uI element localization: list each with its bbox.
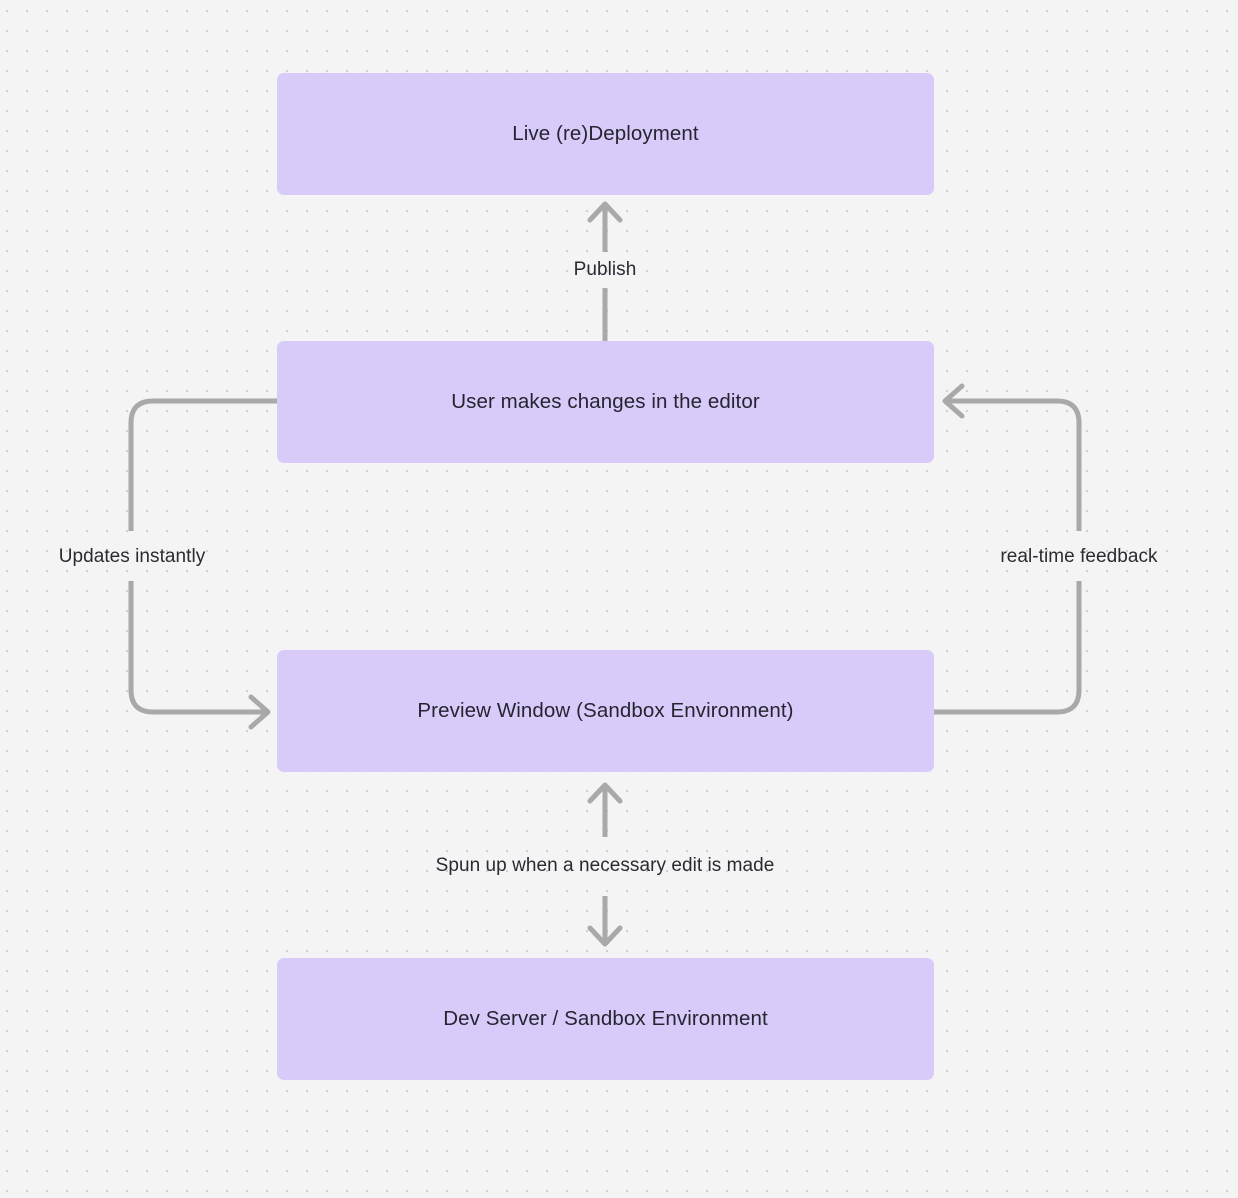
edge-publish-arrowhead-up [587, 201, 623, 223]
edge-label-updates-instantly: Updates instantly [58, 546, 206, 567]
edge-updates-instantly-lower-segment [128, 581, 265, 715]
node-user-edits-label: User makes changes in the editor [451, 389, 760, 413]
node-live-deployment[interactable]: Live (re)Deployment [277, 73, 934, 195]
node-live-deployment-label: Live (re)Deployment [512, 121, 699, 145]
edge-label-publish: Publish [573, 259, 637, 280]
node-dev-server-label: Dev Server / Sandbox Environment [443, 1006, 768, 1030]
edge-updates-instantly-arrowhead-right [248, 694, 271, 730]
edge-updates-instantly-upper-segment [128, 398, 277, 531]
node-preview-window[interactable]: Preview Window (Sandbox Environment) [277, 650, 934, 772]
edge-real-time-feedback-arrowhead-left [942, 383, 965, 419]
node-user-edits[interactable]: User makes changes in the editor [277, 341, 934, 463]
node-dev-server[interactable]: Dev Server / Sandbox Environment [277, 958, 934, 1080]
edge-real-time-feedback-lower-segment [934, 581, 1082, 715]
edge-label-real-time-feedback: real-time feedback [1000, 546, 1158, 567]
node-preview-window-label: Preview Window (Sandbox Environment) [417, 698, 794, 722]
edge-real-time-feedback-upper-segment [948, 398, 1082, 531]
edge-label-spun-up: Spun up when a necessary edit is made [435, 855, 775, 876]
edge-spun-up-arrowhead-down [587, 925, 623, 947]
edge-spun-up-arrowhead-up [587, 782, 623, 804]
